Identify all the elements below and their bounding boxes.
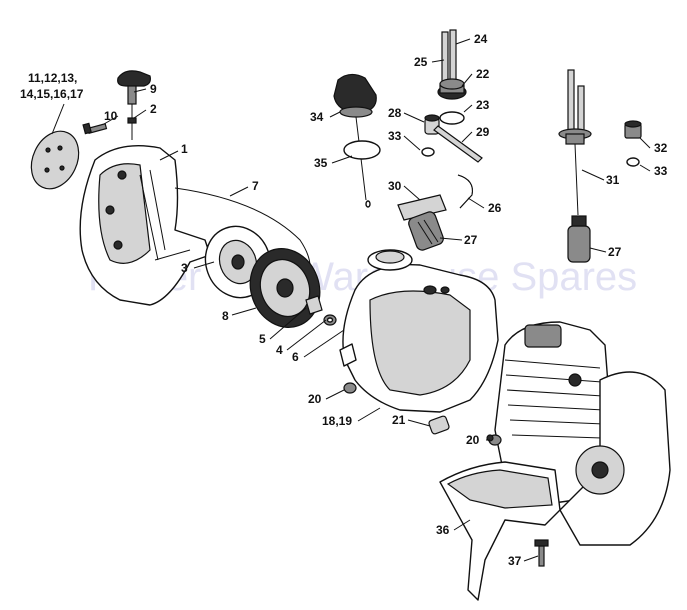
callout-6: 6	[292, 350, 299, 364]
callouts: 11,12,13, 14,15,16,17 9 2 10 1 7 3 8 5 4…	[20, 32, 668, 568]
callout-33-center: 33	[388, 129, 402, 143]
callout-18-19: 18,19	[322, 414, 352, 428]
callout-2: 2	[150, 102, 157, 116]
o-ring-part-33-right	[626, 157, 640, 167]
bracket-part-36	[439, 434, 561, 601]
breather-part-22	[437, 78, 467, 100]
engine-block	[494, 321, 671, 546]
filter-part-27-right	[567, 215, 591, 263]
pawl-part-5	[305, 295, 323, 315]
o-ring-part-33-center	[421, 147, 435, 157]
callout-29: 29	[476, 125, 490, 139]
callout-22: 22	[476, 67, 490, 81]
callout-37: 37	[508, 554, 522, 568]
callout-11-12-13: 11,12,13,	[28, 71, 77, 85]
callout-27-right: 27	[608, 245, 622, 259]
callout-34: 34	[310, 110, 324, 124]
callout-10: 10	[104, 109, 118, 123]
callout-14-15-16-17: 14,15,16,17	[20, 87, 84, 101]
starter-grip-part-9	[117, 70, 151, 105]
callout-28: 28	[388, 106, 402, 120]
pickup-tube-part-31	[558, 69, 592, 216]
callout-23: 23	[476, 98, 490, 112]
callout-1: 1	[181, 142, 188, 156]
screw-part-37	[534, 539, 549, 567]
callout-3: 3	[181, 261, 188, 275]
leader-lines	[51, 38, 651, 562]
callout-30: 30	[388, 179, 402, 193]
callout-35: 35	[314, 156, 328, 170]
callout-4: 4	[276, 343, 283, 357]
callout-25: 25	[414, 55, 428, 69]
callout-36: 36	[436, 523, 450, 537]
filter-part-27-center	[408, 211, 444, 251]
callout-32: 32	[654, 141, 668, 155]
callout-21: 21	[392, 413, 406, 427]
fitting-part-32	[624, 120, 642, 139]
o-ring-part-35	[343, 140, 381, 160]
callout-7: 7	[252, 179, 259, 193]
rope-rotor-part-8	[249, 248, 321, 328]
starter-cover-part-1	[79, 145, 211, 306]
callout-9: 9	[150, 82, 157, 96]
washer-part-4	[323, 314, 337, 326]
callout-26: 26	[488, 201, 502, 215]
grommet-part-20-left	[343, 382, 357, 394]
seal-part-23	[439, 111, 465, 125]
callout-27-center: 27	[464, 233, 478, 247]
callout-20-left: 20	[308, 392, 322, 406]
tubes-part-24-25	[441, 29, 457, 83]
callout-20-right: 20	[466, 433, 480, 447]
decal-plate-part-11-17	[30, 130, 80, 190]
screw-part-10	[82, 122, 108, 135]
fuel-tank-part-18-19	[339, 249, 499, 413]
callout-8: 8	[222, 309, 229, 323]
fuel-line-part-29	[433, 125, 483, 163]
grommet-part-21	[428, 415, 450, 435]
fuel-cap-part-34	[333, 73, 377, 208]
callout-5: 5	[259, 332, 266, 346]
rope-guide-part-2	[127, 104, 137, 140]
hose-part-26	[457, 174, 473, 209]
callout-24: 24	[474, 32, 488, 46]
callout-33-right: 33	[654, 164, 668, 178]
callout-31: 31	[606, 173, 620, 187]
plate-part-30	[397, 194, 447, 221]
